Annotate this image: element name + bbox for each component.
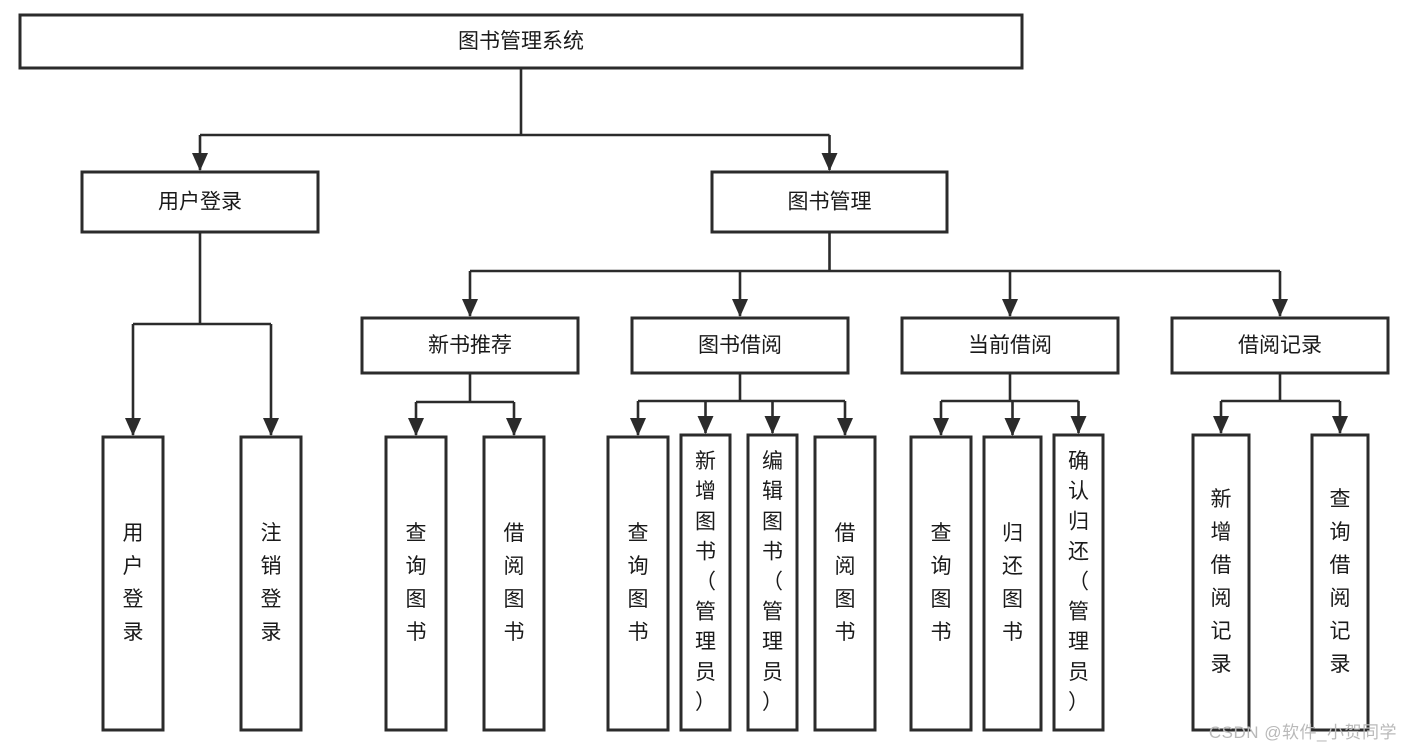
- arrow-head-icon: [821, 153, 838, 171]
- node-leaf-borrow-book-rec[interactable]: 借阅图书: [482, 435, 546, 732]
- node-label-leaf-query-borrow-record: 查询借阅记录: [1330, 488, 1351, 676]
- edges-from-book-borrow: [630, 373, 853, 436]
- edges-from-root: [192, 68, 838, 171]
- arrow-head-icon: [764, 416, 781, 434]
- node-label-leaf-return-book: 归还图书: [1002, 522, 1023, 644]
- node-box-borrow-record: [1170, 316, 1390, 375]
- node-book-manage[interactable]: 图书管理: [710, 170, 949, 234]
- node-layer: 图书管理系统用户登录图书管理新书推荐图书借阅当前借阅借阅记录用户登录注销登录查询…: [18, 13, 1390, 732]
- node-book-borrow[interactable]: 图书借阅: [630, 316, 850, 375]
- node-leaf-query-book-cur[interactable]: 查询图书: [909, 435, 973, 732]
- edges-from-new-book-rec: [408, 373, 522, 436]
- arrow-head-icon: [506, 418, 522, 436]
- arrow-head-icon: [1213, 416, 1229, 434]
- arrow-head-icon: [263, 418, 279, 436]
- arrow-head-icon: [125, 418, 141, 436]
- node-leaf-query-book-rec[interactable]: 查询图书: [384, 435, 448, 732]
- node-box-leaf-edit-book-admin: [746, 433, 799, 732]
- arrow-head-icon: [837, 418, 853, 436]
- node-leaf-query-borrow-record[interactable]: 查询借阅记录: [1310, 433, 1370, 732]
- node-box-leaf-add-book-admin: [679, 433, 732, 732]
- node-label-leaf-confirm-return-admin: 确认归还（管理员）: [1068, 450, 1089, 714]
- arrow-head-icon: [1332, 416, 1348, 434]
- node-label-book-manage: 图书管理: [788, 191, 872, 214]
- arrow-head-icon: [192, 153, 208, 171]
- node-current-borrow[interactable]: 当前借阅: [900, 316, 1120, 375]
- node-box-leaf-query-book-borrow: [606, 435, 670, 732]
- node-leaf-borrow-book[interactable]: 借阅图书: [813, 435, 877, 732]
- edge-layer: [125, 68, 1348, 436]
- edges-from-user-login: [125, 232, 279, 436]
- node-box-leaf-user-logout: [239, 435, 303, 732]
- node-label-current-borrow: 当前借阅: [968, 334, 1052, 357]
- node-box-leaf-borrow-book: [813, 435, 877, 732]
- node-leaf-user-login[interactable]: 用户登录: [101, 435, 165, 732]
- node-leaf-query-book-borrow[interactable]: 查询图书: [606, 435, 670, 732]
- node-label-book-borrow: 图书借阅: [698, 334, 782, 357]
- node-leaf-edit-book-admin[interactable]: 编辑图书（管理员）: [746, 433, 799, 732]
- arrow-head-icon: [1002, 299, 1018, 317]
- node-box-leaf-query-book-cur: [909, 435, 973, 732]
- node-box-leaf-borrow-book-rec: [482, 435, 546, 732]
- node-label-user-login: 用户登录: [158, 191, 242, 214]
- node-leaf-confirm-return-admin[interactable]: 确认归还（管理员）: [1052, 433, 1105, 732]
- node-box-new-book-rec: [360, 316, 580, 375]
- node-label-leaf-borrow-book-rec: 借阅图书: [504, 522, 525, 644]
- arrow-head-icon: [933, 418, 949, 436]
- node-label-root: 图书管理系统: [458, 30, 584, 53]
- node-box-current-borrow: [900, 316, 1120, 375]
- arrow-head-icon: [462, 299, 478, 317]
- node-box-leaf-query-book-rec: [384, 435, 448, 732]
- node-new-book-rec[interactable]: 新书推荐: [360, 316, 580, 375]
- arrow-head-icon: [1004, 418, 1021, 436]
- node-box-user-login: [80, 170, 320, 234]
- edges-from-borrow-record: [1213, 373, 1348, 434]
- node-box-root: [18, 13, 1024, 70]
- node-box-leaf-return-book: [982, 435, 1043, 732]
- node-borrow-record[interactable]: 借阅记录: [1170, 316, 1390, 375]
- node-leaf-return-book[interactable]: 归还图书: [982, 435, 1043, 732]
- edges-from-current-borrow: [933, 373, 1087, 436]
- node-box-book-borrow: [630, 316, 850, 375]
- node-leaf-add-book-admin[interactable]: 新增图书（管理员）: [679, 433, 732, 732]
- edges-from-book-manage: [462, 232, 1288, 317]
- node-label-borrow-record: 借阅记录: [1238, 334, 1322, 357]
- arrow-head-icon: [630, 418, 646, 436]
- node-leaf-add-borrow-record[interactable]: 新增借阅记录: [1191, 433, 1251, 732]
- node-root[interactable]: 图书管理系统: [18, 13, 1024, 70]
- node-label-leaf-borrow-book: 借阅图书: [835, 522, 856, 644]
- arrow-head-icon: [1272, 299, 1288, 317]
- node-box-leaf-add-borrow-record: [1191, 433, 1251, 732]
- node-leaf-user-logout[interactable]: 注销登录: [239, 435, 303, 732]
- node-label-leaf-edit-book-admin: 编辑图书（管理员）: [762, 450, 783, 714]
- node-label-leaf-user-logout: 注销登录: [261, 522, 282, 644]
- node-label-leaf-query-book-cur: 查询图书: [931, 522, 952, 644]
- node-box-book-manage: [710, 170, 949, 234]
- node-box-leaf-confirm-return-admin: [1052, 433, 1105, 732]
- node-label-leaf-add-book-admin: 新增图书（管理员）: [695, 450, 716, 714]
- node-box-leaf-user-login: [101, 435, 165, 732]
- arrow-head-icon: [408, 418, 424, 436]
- node-label-new-book-rec: 新书推荐: [428, 334, 512, 357]
- arrow-head-icon: [732, 299, 748, 317]
- node-label-leaf-query-book-rec: 查询图书: [406, 522, 427, 644]
- node-user-login[interactable]: 用户登录: [80, 170, 320, 234]
- arrow-head-icon: [697, 416, 714, 434]
- node-label-leaf-user-login: 用户登录: [123, 522, 144, 644]
- arrow-head-icon: [1070, 416, 1087, 434]
- node-label-leaf-query-book-borrow: 查询图书: [628, 522, 649, 644]
- node-box-leaf-query-borrow-record: [1310, 433, 1370, 732]
- node-label-leaf-add-borrow-record: 新增借阅记录: [1211, 488, 1232, 676]
